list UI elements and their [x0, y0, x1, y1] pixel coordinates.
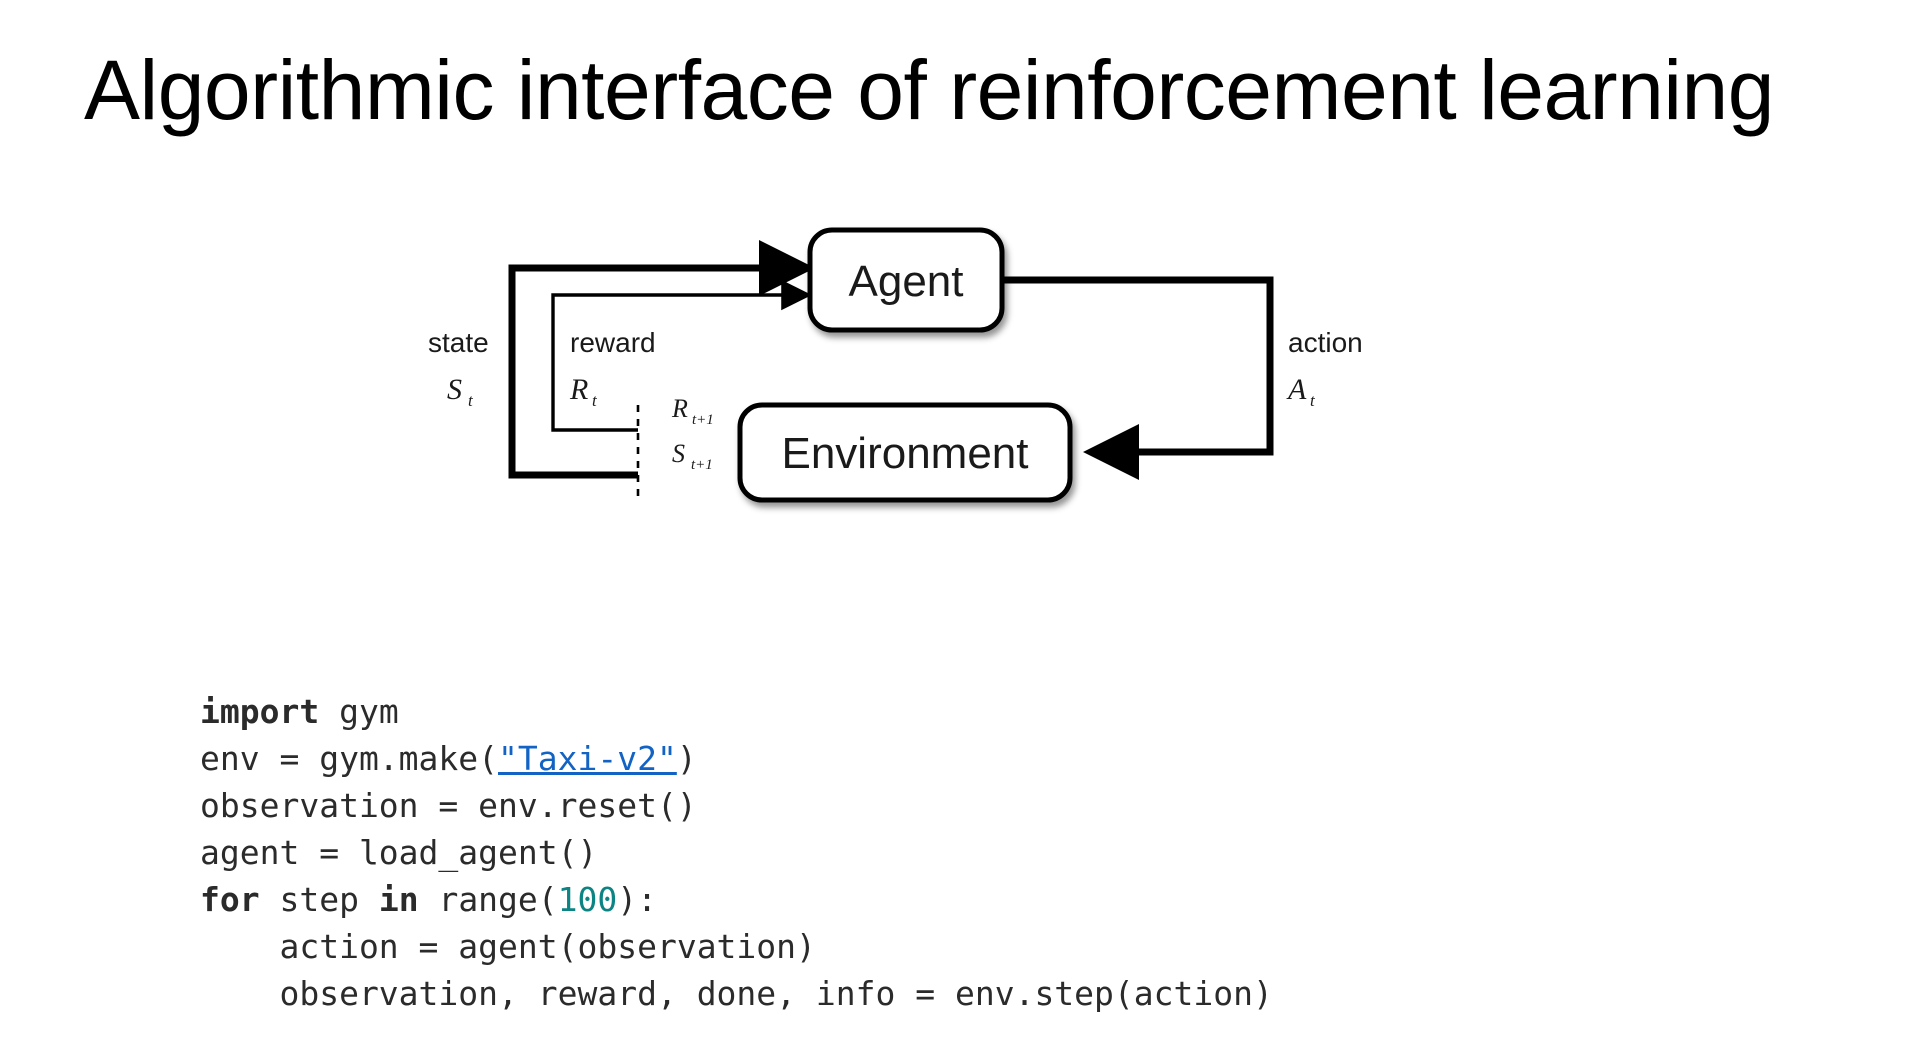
code-line: action = agent(observation)	[200, 923, 1273, 970]
state-next-subscript: t+1	[691, 457, 713, 473]
reward-symbol: R	[569, 373, 588, 406]
code-line: observation = env.reset()	[200, 782, 1273, 829]
code-text: agent = load_agent()	[200, 833, 598, 872]
code-line: observation, reward, done, info = env.st…	[200, 970, 1273, 1017]
action-symbol: A	[1286, 373, 1307, 406]
code-line: env = gym.make("Taxi-v2")	[200, 735, 1273, 782]
code-text: observation, reward, done, info = env.st…	[200, 974, 1273, 1013]
agent-node: Agent	[807, 227, 1005, 333]
state-label: state	[428, 327, 489, 358]
edge-reward	[551, 279, 812, 432]
code-number: 100	[557, 880, 618, 919]
state-subscript: t	[468, 391, 474, 410]
reward-subscript: t	[592, 391, 598, 410]
state-next-symbol: S	[672, 439, 685, 468]
reward-next-symbol: R	[671, 394, 688, 423]
code-keyword: for	[200, 880, 260, 919]
code-text: action = agent(observation)	[200, 927, 816, 966]
code-text: env = gym.make(	[200, 739, 499, 778]
action-label-group: action A t	[1286, 327, 1363, 410]
state-label-group: state S t	[428, 327, 489, 410]
code-line: import gym	[200, 688, 1273, 735]
code-keyword: in	[378, 880, 419, 919]
action-subscript: t	[1310, 391, 1316, 410]
code-text: observation = env.reset()	[200, 786, 697, 825]
state-symbol: S	[447, 373, 462, 406]
code-keyword: import	[200, 692, 320, 731]
reward-next-subscript: t+1	[692, 412, 714, 428]
action-label: action	[1288, 327, 1363, 358]
code-line: agent = load_agent()	[200, 829, 1273, 876]
state-next-label-group: S t+1	[672, 439, 713, 473]
page-title: Algorithmic interface of reinforcement l…	[84, 43, 1774, 137]
rl-loop-diagram: Agent Environment state S t reward R t a…	[0, 190, 1920, 550]
code-hyperlink[interactable]: "Taxi-v2"	[498, 739, 677, 778]
edge-state	[508, 240, 815, 479]
code-text: step	[259, 880, 379, 919]
code-text: gym	[319, 692, 399, 731]
edge-action	[1000, 276, 1274, 480]
code-text: ):	[617, 880, 658, 919]
agent-node-label: Agent	[849, 257, 964, 306]
reward-next-label-group: R t+1	[671, 394, 714, 428]
environment-node-label: Environment	[781, 429, 1028, 478]
environment-node: Environment	[737, 402, 1073, 503]
reward-label-group: reward R t	[569, 327, 656, 410]
reward-label: reward	[570, 327, 656, 358]
code-text: range(	[418, 880, 558, 919]
code-line: for step in range(100):	[200, 876, 1273, 923]
code-text: )	[676, 739, 697, 778]
